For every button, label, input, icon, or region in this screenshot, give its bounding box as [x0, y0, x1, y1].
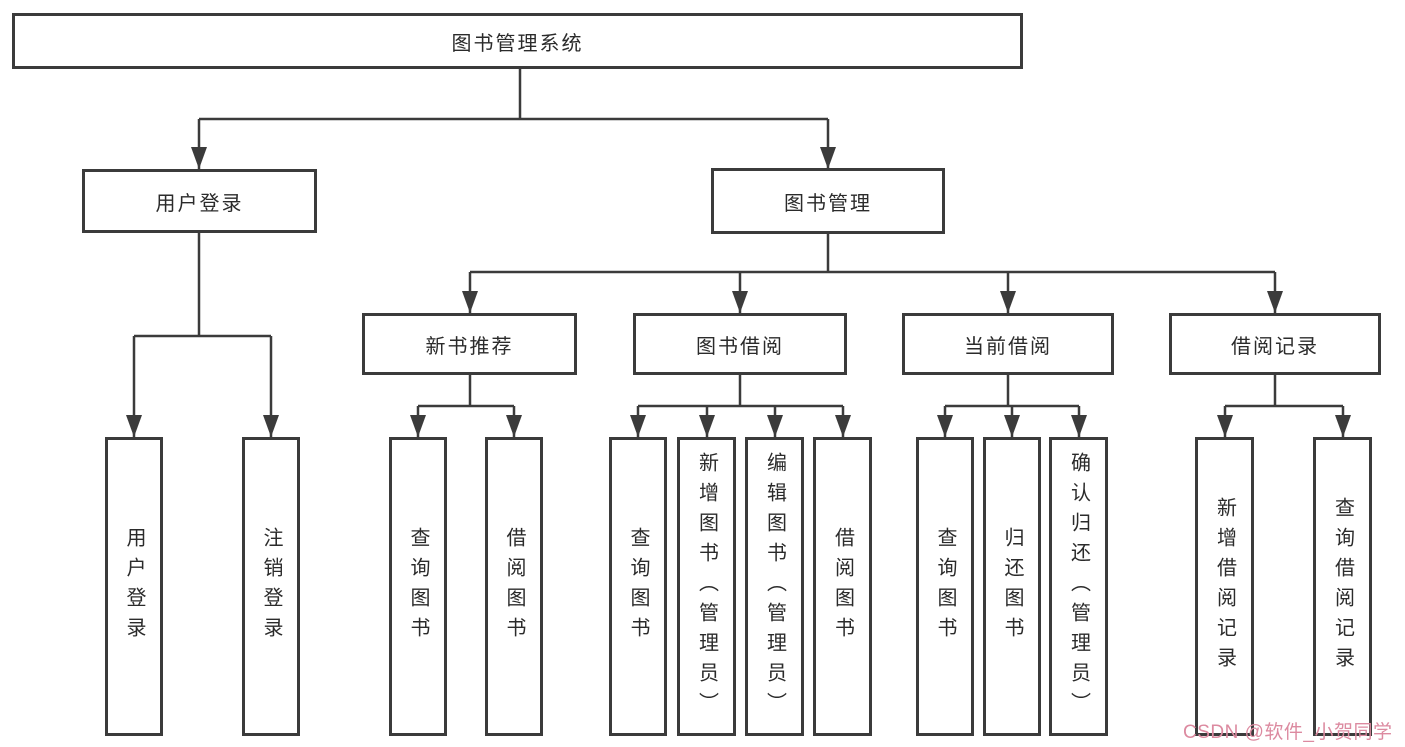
node-label: 借阅图书: [503, 526, 525, 647]
node-label: 查询图书: [627, 526, 649, 647]
node-leaf-confirm-return: 确认归还（管理员）: [1049, 437, 1108, 736]
node-label: 用户登录: [155, 192, 244, 215]
node-leaf-logout: 注销登录: [242, 437, 300, 736]
node-label: 确认归还（管理员）: [1067, 451, 1090, 722]
arrowhead-icon: [1217, 415, 1233, 437]
node-leaf-add-books: 新增图书（管理员）: [677, 437, 736, 736]
arrowhead-icon: [506, 415, 522, 437]
node-label: 注销登录: [260, 526, 282, 647]
arrowhead-icon: [820, 147, 836, 169]
arrowhead-icon: [699, 415, 715, 437]
arrowhead-icon: [1071, 415, 1087, 437]
node-label: 借阅记录: [1231, 335, 1319, 358]
node-label: 归还图书: [1001, 526, 1023, 647]
node-borrowing-records: 借阅记录: [1169, 313, 1381, 375]
node-user-login: 用户登录: [82, 169, 317, 233]
node-label: 查询借阅记录: [1331, 496, 1354, 677]
arrowhead-icon: [462, 291, 478, 313]
arrowhead-icon: [1000, 291, 1016, 313]
watermark-text: CSDN @软件_小贺同学: [1183, 722, 1393, 743]
node-leaf-query-books-1: 查询图书: [389, 437, 447, 736]
node-leaf-query-books-2: 查询图书: [609, 437, 667, 736]
arrowhead-icon: [263, 415, 279, 437]
node-leaf-add-borrow-record: 新增借阅记录: [1195, 437, 1254, 736]
arrowhead-icon: [1004, 415, 1020, 437]
node-book-management: 图书管理: [711, 168, 945, 234]
arrowhead-icon: [1335, 415, 1351, 437]
node-label: 图书借阅: [696, 335, 784, 358]
arrowhead-icon: [126, 415, 142, 437]
node-label: 编辑图书（管理员）: [763, 451, 786, 722]
arrowhead-icon: [191, 147, 207, 169]
arrowhead-icon: [630, 415, 646, 437]
arrowhead-icon: [767, 415, 783, 437]
node-leaf-edit-books: 编辑图书（管理员）: [745, 437, 804, 736]
node-leaf-return-books: 归还图书: [983, 437, 1041, 736]
arrowhead-icon: [410, 415, 426, 437]
arrowhead-icon: [937, 415, 953, 437]
node-label: 新增借阅记录: [1213, 496, 1236, 677]
node-new-book-recommend: 新书推荐: [362, 313, 577, 375]
node-label: 查询图书: [934, 526, 956, 647]
arrowhead-icon: [1267, 291, 1283, 313]
node-leaf-borrow-books-1: 借阅图书: [485, 437, 543, 736]
node-label: 借阅图书: [831, 526, 854, 647]
node-leaf-user-login: 用户登录: [105, 437, 163, 736]
arrowhead-icon: [732, 291, 748, 313]
node-book-borrowing: 图书借阅: [633, 313, 847, 375]
node-label: 新增图书（管理员）: [695, 451, 718, 722]
node-label: 查询图书: [407, 526, 429, 647]
node-label: 图书管理: [784, 192, 872, 215]
node-leaf-query-books-3: 查询图书: [916, 437, 974, 736]
node-leaf-query-borrow-record: 查询借阅记录: [1313, 437, 1372, 736]
node-label: 用户登录: [123, 526, 145, 647]
node-label: 新书推荐: [425, 335, 514, 358]
node-label: 图书管理系统: [451, 32, 584, 55]
node-label: 当前借阅: [964, 335, 1052, 358]
node-leaf-borrow-books-2: 借阅图书: [813, 437, 872, 736]
node-current-borrowing: 当前借阅: [902, 313, 1114, 375]
node-root: 图书管理系统: [12, 13, 1023, 69]
arrowhead-icon: [835, 415, 851, 437]
